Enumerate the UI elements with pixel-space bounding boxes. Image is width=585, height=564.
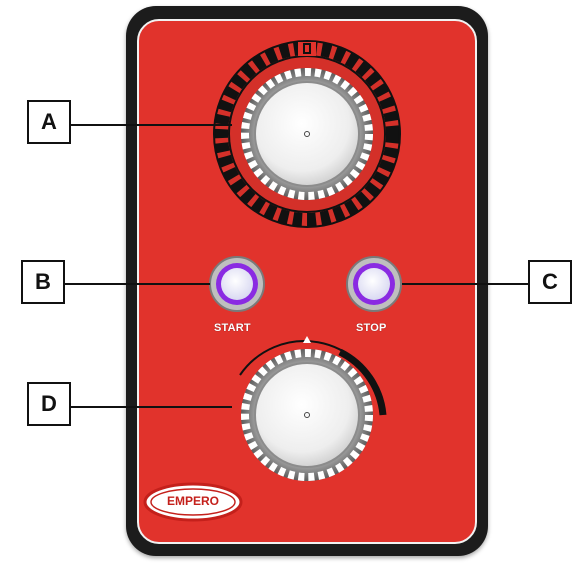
start-label: START — [214, 322, 251, 334]
callout-d: D — [27, 382, 71, 426]
logo-text: EMPERO — [166, 494, 219, 508]
timer-scale-ring — [214, 41, 400, 227]
timer-dial[interactable] — [213, 40, 401, 228]
timer-zero-mark-bg — [298, 42, 316, 56]
speed-knob-face — [254, 362, 360, 468]
timer-scale-outer-line — [213, 40, 401, 228]
stop-button-face — [358, 268, 390, 300]
callout-a-leader — [70, 124, 232, 126]
start-button-face — [221, 268, 253, 300]
stop-button[interactable] — [346, 256, 402, 312]
callout-b-leader — [64, 283, 210, 285]
speed-knob[interactable] — [239, 336, 387, 481]
callout-c-leader — [402, 283, 530, 285]
speed-scale-arc-thick — [338, 348, 387, 416]
callout-a: A — [27, 100, 71, 144]
start-button[interactable] — [209, 256, 265, 312]
callout-c: C — [528, 260, 572, 304]
timer-knob-center — [304, 131, 310, 137]
stop-label: STOP — [356, 322, 387, 334]
timer-knob-face — [254, 81, 360, 187]
callout-b: B — [21, 260, 65, 304]
speed-knob-center — [304, 412, 310, 418]
speed-knob-grip — [241, 349, 373, 481]
callout-d-leader — [70, 406, 232, 408]
timer-zero-mark — [303, 43, 311, 54]
speed-pointer-mark — [303, 336, 311, 343]
empero-logo — [143, 482, 243, 522]
timer-knob-grip — [241, 68, 373, 200]
